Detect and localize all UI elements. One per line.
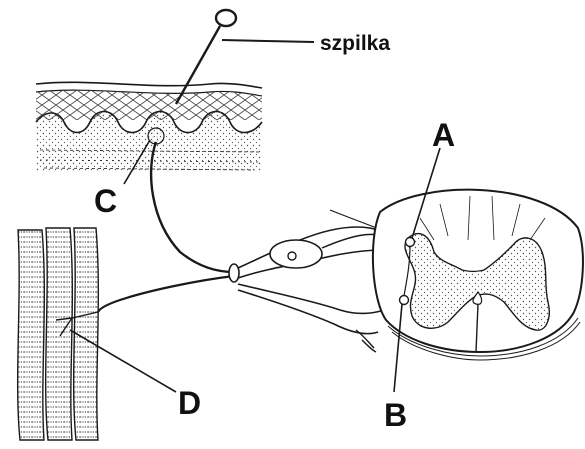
ganglion-cell-body: [288, 252, 296, 260]
skin-section: [36, 82, 262, 172]
label-c: C: [94, 183, 117, 219]
pin: [176, 10, 314, 104]
muscle-fibers: [18, 228, 99, 440]
interneuron-a: [406, 238, 415, 247]
skin-receptor: [148, 128, 164, 144]
pin-label: szpilka: [320, 32, 390, 55]
motor-neuron-b: [400, 296, 409, 305]
pin-head: [216, 10, 236, 26]
label-b: B: [384, 397, 407, 433]
label-d: D: [178, 385, 201, 421]
pin-pointer-line: [222, 40, 314, 42]
label-a: A: [432, 117, 455, 153]
spinal-cord: [373, 190, 583, 360]
nerve-fibers: [98, 142, 406, 352]
